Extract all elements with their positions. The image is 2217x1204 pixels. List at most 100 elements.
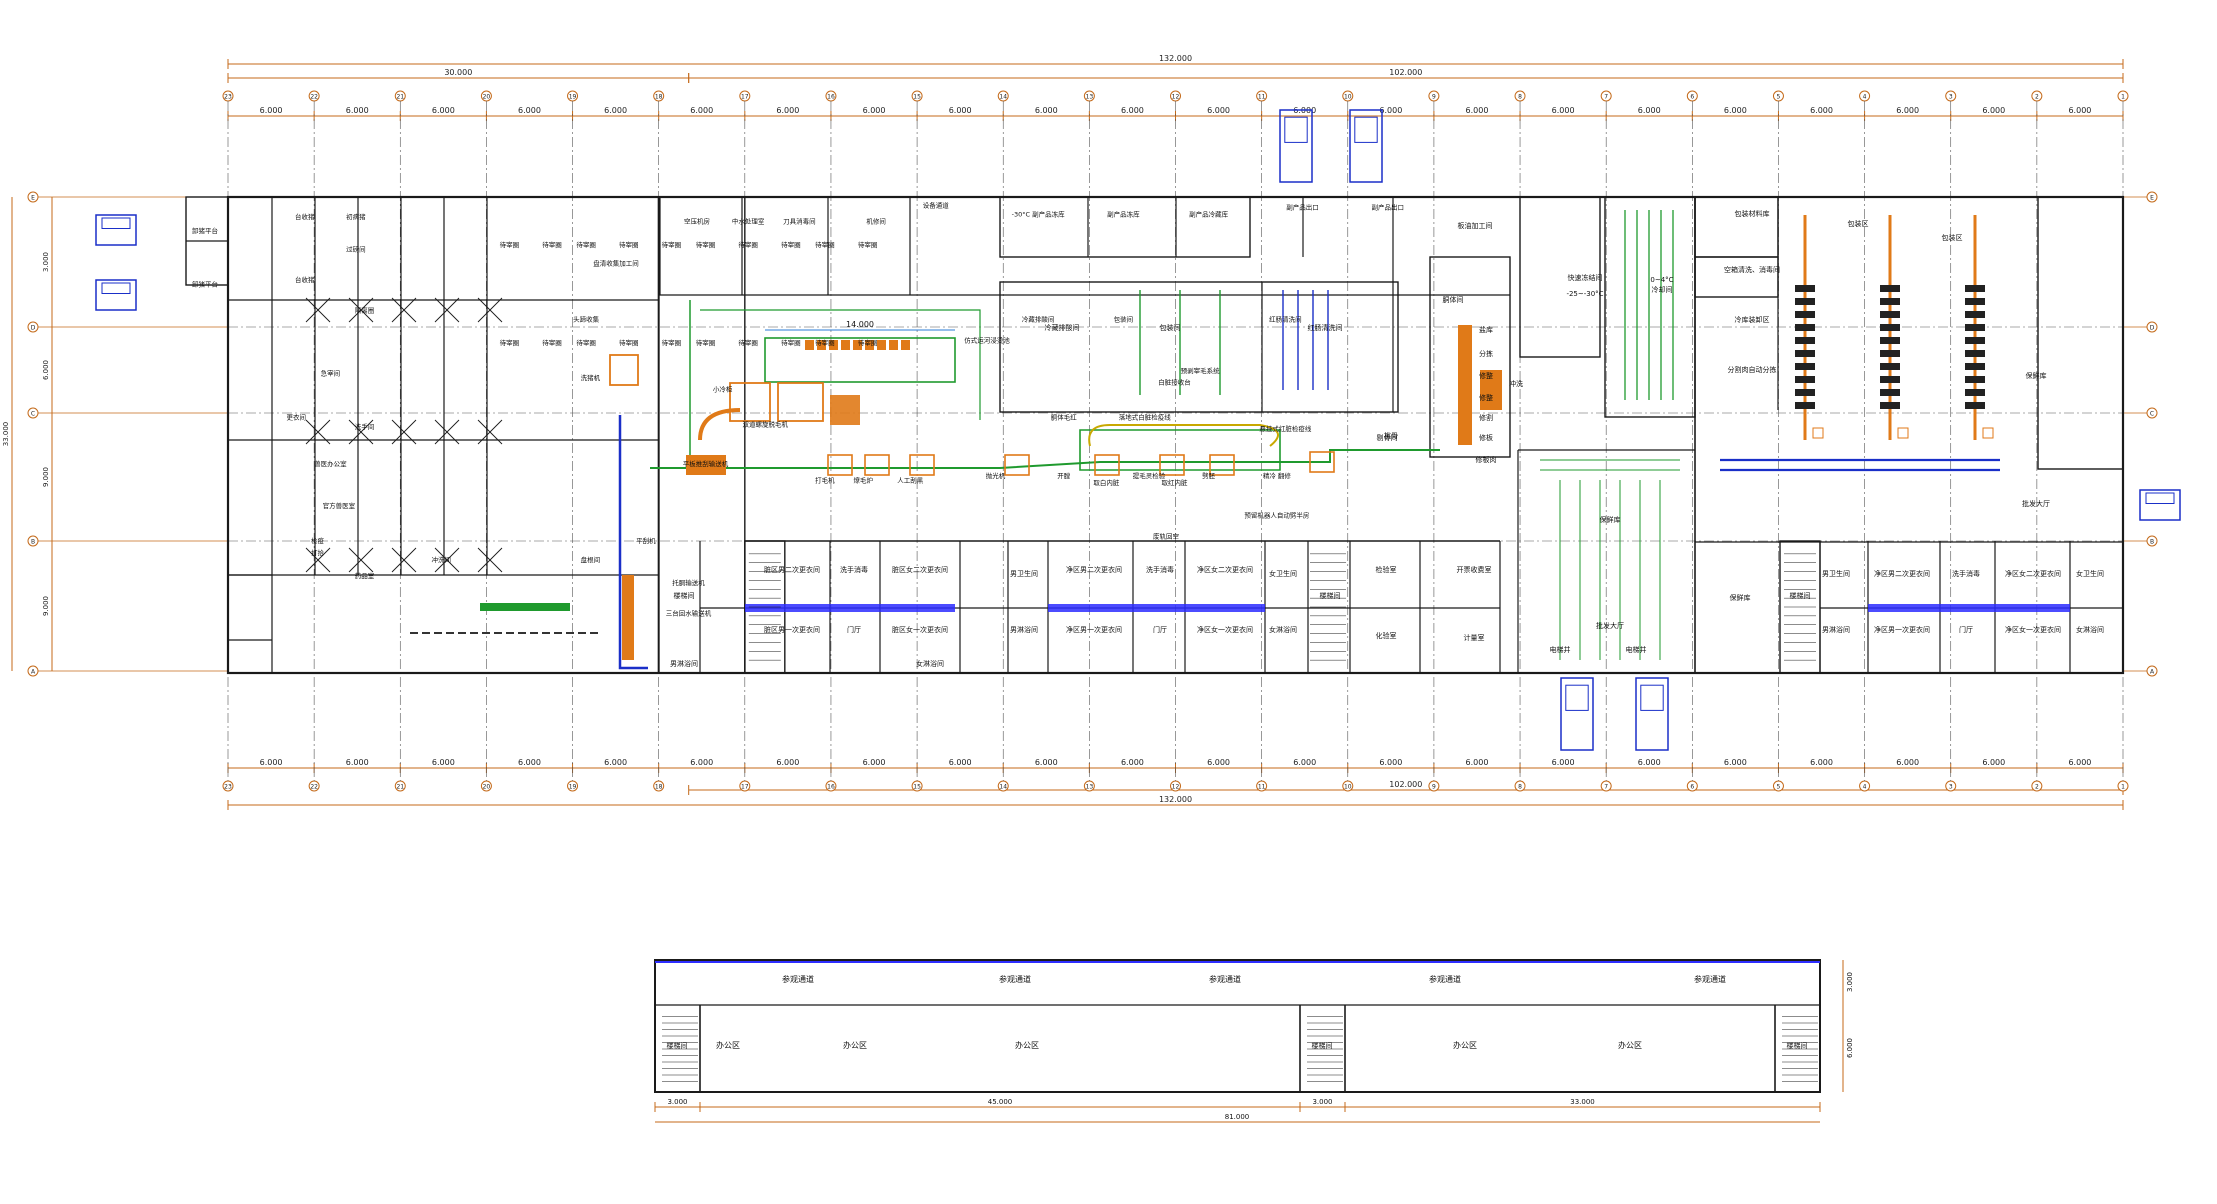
stair-label: 楼梯间 (1787, 1041, 1808, 1050)
truck-right (2139, 489, 2181, 521)
bay-dimension-text: 6.000 (949, 758, 972, 767)
scalding-tank (764, 337, 956, 383)
locker-bench (1048, 604, 1265, 612)
room-label: 空压机房 (684, 217, 710, 226)
bay-dimension-text: 6.000 (1982, 758, 2005, 767)
axis-number: 16 (827, 94, 835, 101)
room-label: 净区男一次更衣间 (1066, 625, 1122, 634)
packing-station (1965, 350, 1985, 357)
process-station (864, 454, 890, 476)
room-label: 提毛灵检验 (1133, 471, 1166, 480)
pen-gate (305, 419, 331, 445)
dimension-text: 9.000 (42, 467, 50, 487)
room-label: 开票收费室 (1457, 565, 1492, 574)
room-label: 取白内脏 (1093, 478, 1120, 487)
room-label: 副产品出口 (1286, 203, 1319, 212)
dimension-text: 33.000 (1570, 1098, 1595, 1106)
room-label: 楼梯间 (674, 591, 695, 600)
bay-dimension-text: 6.000 (1982, 106, 2005, 115)
equipment-layer: 14.000 (95, 109, 2181, 751)
room-label: 刀具消毒间 (783, 217, 816, 226)
dimension-text: 102.000 (1389, 68, 1422, 77)
packing-station (1880, 402, 1900, 409)
locker-bench (745, 604, 955, 612)
process-station (1159, 454, 1185, 476)
pen-gate (348, 419, 374, 445)
room-label: 平刮机 (636, 536, 656, 545)
room-label: 待宰圈 (781, 240, 801, 249)
truck-left (95, 279, 137, 311)
axis-number: 18 (655, 94, 663, 101)
axis-number: 15 (913, 94, 921, 101)
room-label: 台收猪 (295, 212, 315, 221)
bay-dimension-text: 6.000 (863, 106, 886, 115)
packing-station (1965, 311, 1985, 318)
packing-station (1965, 324, 1985, 331)
bay-dimension-text: 6.000 (1810, 106, 1833, 115)
packing-station (1795, 298, 1815, 305)
axis-number: 20 (483, 784, 491, 791)
room-label: 洗手间 (355, 422, 375, 431)
room-label: 待宰圈 (815, 338, 835, 347)
room-label: 待宰圈 (542, 338, 562, 347)
axis-number: 3 (1949, 784, 1953, 791)
bay-dimension-text: 6.000 (690, 106, 713, 115)
bay-dimension-text: 6.000 (776, 758, 799, 767)
room-label: 急宰间 (321, 368, 341, 377)
room-label: 脏区女二次更衣间 (892, 565, 948, 574)
room-label: 包装间 (1160, 323, 1181, 332)
room-label: 打毛机 (815, 476, 835, 485)
room-label: 落地式白脏检疫线 (1119, 413, 1172, 422)
scald-hook (877, 340, 886, 350)
room-label: 批发大厅 (1596, 621, 1624, 630)
dimension-text: 132.000 (1159, 795, 1192, 804)
room-label: 小冷柜 (713, 385, 733, 394)
packing-station (1880, 350, 1900, 357)
room-label: 冷藏排酸间 (1045, 323, 1080, 332)
room-label: 抛光机 (986, 471, 1006, 480)
bay-dimension-text: 6.000 (1724, 758, 1747, 767)
room-label: 待宰圈 (662, 338, 682, 347)
axis-number: 23 (224, 784, 232, 791)
bay-dimension-text: 6.000 (1035, 106, 1058, 115)
room-label: 盐库 (1479, 325, 1493, 334)
truck-top (1349, 109, 1383, 183)
axis-number: 14 (999, 784, 1007, 791)
packing-station (1965, 285, 1985, 292)
axis-number: 21 (396, 94, 404, 101)
room-label: 0~4°C (1650, 276, 1673, 284)
room-label: 设备通道 (923, 200, 950, 209)
office-label: 办公区 (716, 1040, 740, 1050)
packing-station (1880, 311, 1900, 318)
room-label: 修板肉 (1476, 455, 1497, 464)
axis-number: 7 (1604, 784, 1608, 791)
bay-dimension-text: 6.000 (346, 106, 369, 115)
bay-dimension-text: 6.000 (604, 106, 627, 115)
dimension-text: 132.000 (1159, 54, 1192, 63)
scald-hook (889, 340, 898, 350)
room-label: 更衣间 (286, 413, 306, 422)
bay-dimension-text: 6.000 (1466, 758, 1489, 767)
room-label: 检验室 (1376, 565, 1397, 574)
axis-number: 20 (483, 94, 491, 101)
room-label: 白脏接收台 (1158, 378, 1191, 387)
dehairing-machine (777, 382, 824, 422)
bay-dimension-text: 6.000 (1638, 758, 1661, 767)
scald-hook (817, 340, 826, 350)
room-label: 副产品出口 (1371, 203, 1404, 212)
packing-station (1880, 324, 1900, 331)
room-label: 燎毛炉 (854, 476, 874, 485)
tray-conveyor (480, 603, 570, 611)
room-label: 洗猪机 (581, 373, 601, 382)
bay-dimension-text: 6.000 (690, 758, 713, 767)
scald-hook (829, 340, 838, 350)
bay-dimension-text: 6.000 (518, 106, 541, 115)
room-label: 待宰圈 (696, 240, 716, 249)
room-label: 净区男二次更衣间 (1874, 569, 1930, 578)
room-label: 净区女一次更衣间 (2005, 625, 2061, 634)
axis-letter: E (31, 195, 35, 202)
scald-hook (841, 340, 850, 350)
room-label: 待宰圈 (619, 240, 639, 249)
room-label: 胴体间 (1443, 295, 1464, 304)
